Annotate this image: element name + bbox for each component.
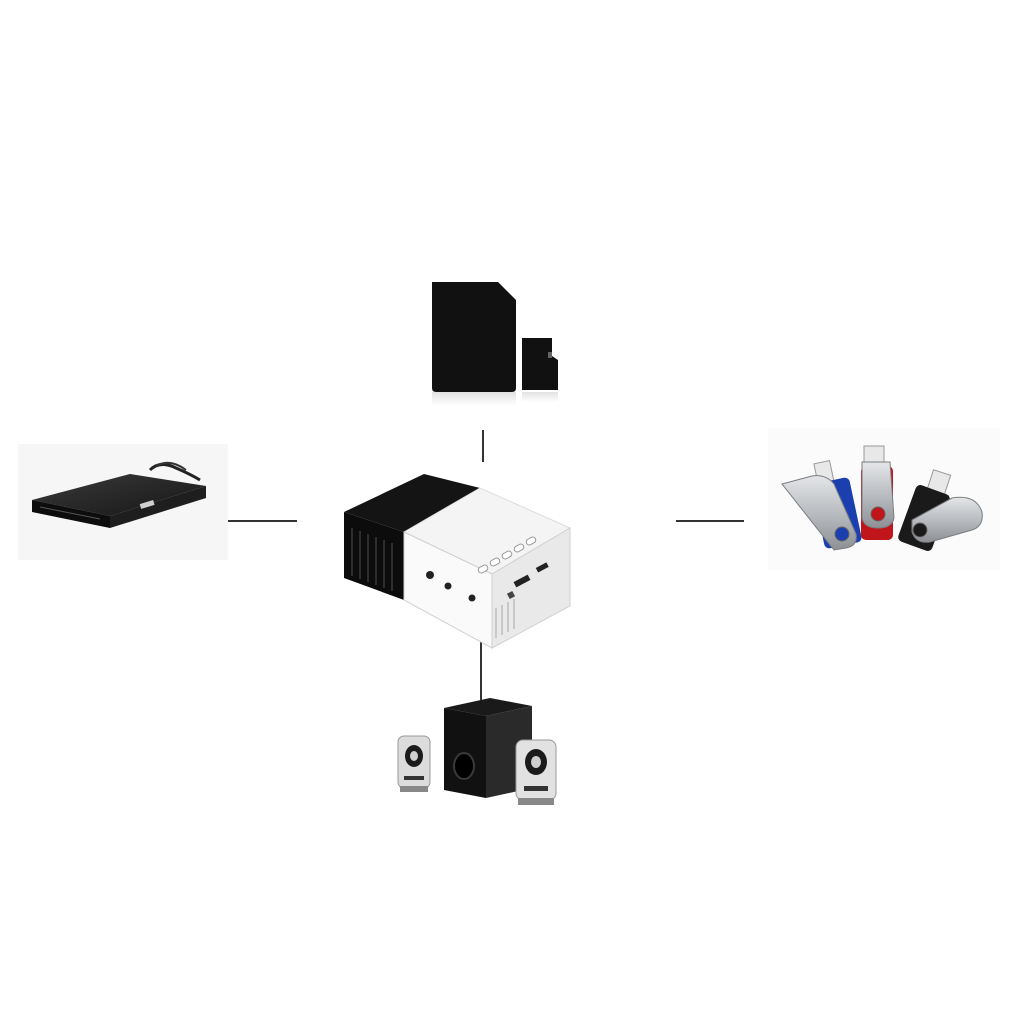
micro-sd-card (522, 338, 558, 390)
projector-vents (351, 528, 393, 591)
usb-drive-blue (781, 459, 862, 551)
projector-right-white (491, 527, 571, 649)
projector-side-grille (495, 599, 515, 638)
dvd-side-face (110, 486, 206, 528)
dvd-top-face (32, 474, 206, 516)
dvd-front-face (32, 500, 110, 528)
projector-top-black (344, 474, 480, 532)
usb-flash-drive-icon (768, 428, 1000, 570)
projector-buttons[interactable] (477, 536, 537, 574)
sd-card-icon (432, 282, 558, 406)
speaker-system-icon (397, 698, 557, 805)
sd-card-large (432, 282, 516, 392)
projector-ports (426, 562, 549, 602)
connector-lines (224, 430, 744, 700)
dvd-cable-2 (155, 461, 187, 471)
satellite-speaker-left (397, 735, 431, 792)
satellite-speaker-right (515, 739, 557, 805)
usb-drive-red (861, 445, 895, 540)
usb-drive-black (898, 469, 983, 551)
mini-projector-icon (344, 474, 572, 649)
dvd-player-icon (18, 444, 228, 560)
